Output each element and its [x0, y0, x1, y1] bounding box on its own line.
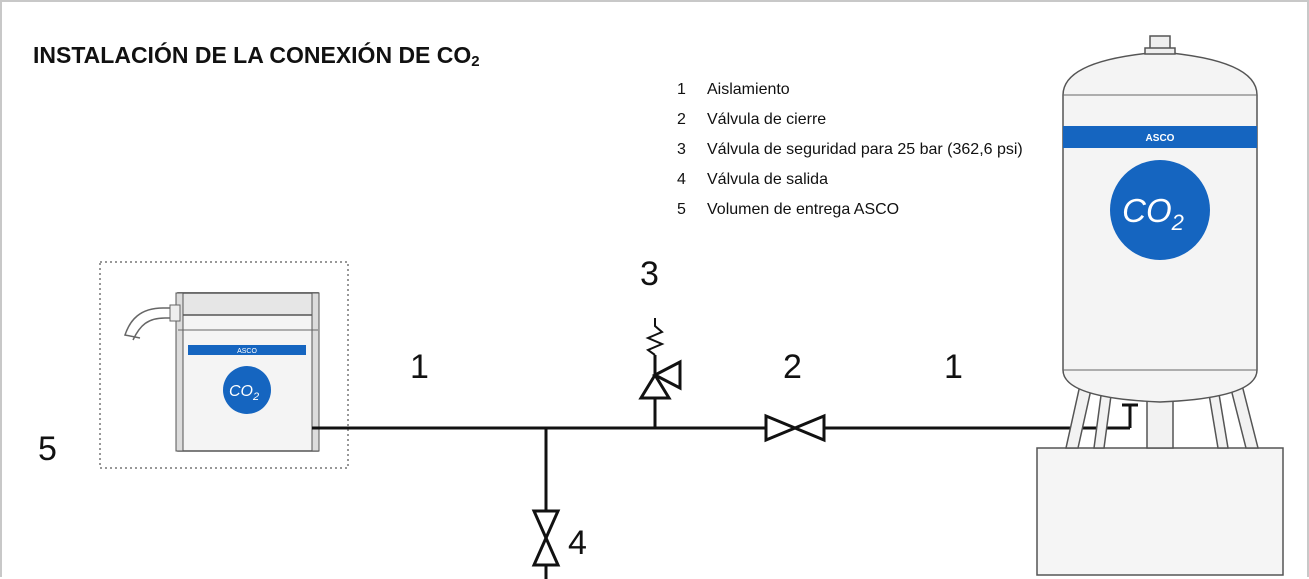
tank-badge-sub: 2 — [1171, 210, 1184, 235]
legend-item: 3 Válvula de seguridad para 25 bar (362,6… — [677, 139, 1037, 160]
legend-item: 5 Volumen de entrega ASCO — [677, 199, 1037, 220]
delivery-unit-top — [177, 292, 319, 316]
tank-leg-left — [1065, 384, 1093, 449]
legend-number: 5 — [677, 201, 686, 218]
delivery-unit-co2-badge — [223, 366, 271, 414]
delivery-unit-badge-text: CO — [229, 383, 253, 400]
legend-text: Volumen de entrega ASCO — [707, 201, 900, 218]
legend-text: Válvula de seguridad para 25 bar (362,6 … — [707, 141, 1023, 158]
safety-valve-side-triangle — [651, 359, 682, 391]
delivery-unit-badge-sub: 2 — [252, 391, 259, 403]
legend-text: Aislamiento — [707, 81, 790, 98]
legend-item: 4 Válvula de salida — [677, 169, 1037, 190]
legend-item: 1 Aislamiento — [677, 79, 1037, 100]
legend-number: 1 — [677, 81, 686, 98]
delivery-area-outline — [99, 261, 349, 469]
callout-outlet-valve: 4 — [568, 524, 587, 562]
callout-shutoff-valve: 2 — [783, 348, 802, 386]
legend-text: Válvula de cierre — [707, 111, 827, 128]
delivery-unit-group: ASCO CO2 — [99, 261, 349, 469]
delivery-unit-hose-outer — [132, 317, 178, 341]
shutoff-valve-left — [764, 413, 799, 443]
legend-item: 2 Válvula de cierre — [677, 109, 1037, 130]
tank-co2-badge — [1110, 160, 1210, 260]
co2-tank: ASCO CO2 — [1036, 35, 1284, 576]
legend-number: 3 — [677, 141, 686, 158]
tank-badge-text: CO — [1122, 192, 1172, 229]
svg-text:CO2: CO2 — [1122, 192, 1184, 235]
delivery-unit-frame-right — [311, 292, 320, 452]
callout-insulation-right: 1 — [944, 348, 963, 386]
tank-top-valve-base — [1144, 47, 1176, 55]
safety-valve — [638, 318, 682, 428]
shutoff-valve — [764, 413, 826, 443]
delivery-unit-hose-inner — [124, 307, 178, 339]
page-title: INSTALACIÓN DE LA CONEXIÓN DE CO2 — [33, 42, 480, 70]
tank-leg-right — [1229, 384, 1259, 449]
title-subscript: 2 — [471, 53, 480, 70]
callout-insulation-left: 1 — [410, 348, 429, 386]
outlet-valve-bottom — [531, 534, 561, 567]
delivery-unit-brand-band — [188, 345, 306, 355]
outlet-valve-top — [531, 509, 561, 542]
delivery-unit-brand-text: ASCO — [237, 348, 257, 355]
legend-number: 4 — [677, 171, 686, 188]
callout-delivery-volume: 5 — [38, 430, 57, 468]
tank-brand-band — [1063, 126, 1257, 148]
delivery-unit-frame-left — [175, 292, 184, 452]
safety-valve-bottom-triangle — [638, 372, 672, 400]
shutoff-valve-right — [791, 413, 826, 443]
legend-number: 2 — [677, 111, 686, 128]
outlet-valve — [531, 428, 561, 579]
tank-brand-text: ASCO — [1146, 133, 1175, 144]
delivery-unit-hose-connector — [169, 304, 181, 322]
svg-text:CO2: CO2 — [229, 383, 259, 403]
safety-valve-spring — [645, 318, 665, 356]
tank-base — [1036, 447, 1284, 576]
callout-safety-valve: 3 — [640, 255, 659, 293]
title-text: INSTALACIÓN DE LA CONEXIÓN DE CO — [33, 42, 472, 68]
legend-text: Válvula de salida — [707, 171, 828, 188]
